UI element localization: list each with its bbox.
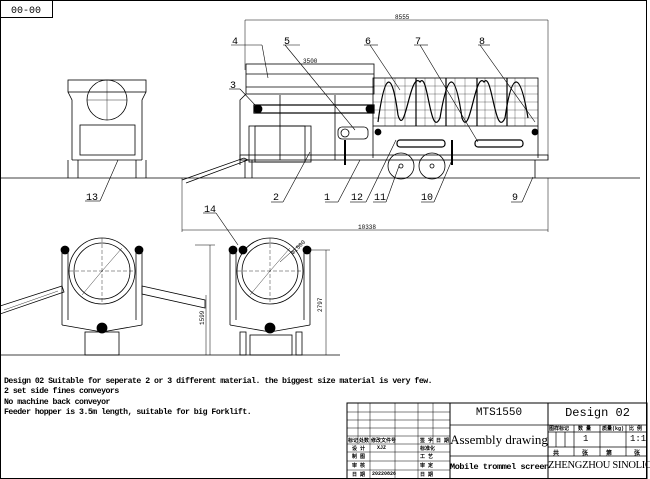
header-stage-mark: 图样标记 xyxy=(549,426,570,432)
header-sheet2: 张 xyxy=(634,450,641,457)
balloon-10: 10 xyxy=(421,193,433,204)
note-line: No machine back conveyor xyxy=(4,397,110,407)
drawing-number-box xyxy=(0,0,53,18)
note-line: Feeder hopper is 3.5m length, suitable f… xyxy=(4,407,252,417)
balloon-11: 11 xyxy=(374,193,386,204)
balloon-4: 4 xyxy=(232,37,238,48)
row-design-value: XJZ xyxy=(377,445,387,451)
header-sheet: 张 xyxy=(582,450,589,457)
dim-10338: 10338 xyxy=(358,224,376,231)
balloon-6: 6 xyxy=(365,37,371,48)
dim-1599: 1599 xyxy=(199,310,206,325)
balloon-1: 1 xyxy=(324,193,330,204)
row-review-label2: 审 定 xyxy=(420,463,434,469)
balloon-numbers: 1 2 3 4 5 6 7 8 9 10 11 12 13 14 xyxy=(86,37,518,216)
revision-header-sign: 签 字 xyxy=(420,438,434,444)
revision-header-mark: 标记 xyxy=(348,438,359,444)
dim-8555: 8555 xyxy=(395,14,410,21)
product-name: Mobile trommel screen xyxy=(450,462,549,472)
balloon-5: 5 xyxy=(284,37,290,48)
company-name: ZHENGZHOU SINOLION xyxy=(548,460,650,471)
row-design-label2: 标准化 xyxy=(420,446,436,452)
row-design-label: 设 计 xyxy=(352,446,366,452)
balloon-14: 14 xyxy=(204,205,216,216)
note-line: 2 set side fines conveyors xyxy=(4,387,119,397)
scale-value: 1:1 xyxy=(630,434,647,444)
revision-header-date: 日 期 xyxy=(436,438,450,444)
balloon-9: 9 xyxy=(512,193,518,204)
revision-header-count: 处数 xyxy=(359,438,370,444)
balloon-8: 8 xyxy=(479,37,485,48)
header-qty: 数 量 xyxy=(578,426,592,432)
row-date-label: 日 期 xyxy=(352,472,366,478)
row-drafting-label2: 工 艺 xyxy=(420,454,434,460)
quantity-value: 1 xyxy=(583,434,589,444)
row-drafting-label: 制 图 xyxy=(352,454,366,460)
front-view-small xyxy=(67,79,147,178)
end-view-with-conveyors: 1599 xyxy=(0,237,340,356)
design-notes: Design 02 Suitable for seperate 2 or 3 d… xyxy=(4,377,433,418)
balloon-2: 2 xyxy=(273,193,279,204)
title-block xyxy=(346,402,648,479)
balloon-13: 13 xyxy=(86,193,98,204)
model-number: MTS1550 xyxy=(475,407,523,419)
design-label: Design 02 xyxy=(565,406,630,420)
balloon-7: 7 xyxy=(415,37,421,48)
row-review-label: 审 核 xyxy=(352,463,366,469)
revision-header-doc: 修改文件号 xyxy=(371,438,397,444)
row-date-value: 20220826 xyxy=(372,471,397,477)
leader-lines xyxy=(85,44,536,246)
header-no: 第 xyxy=(606,450,613,457)
balloon-3: 3 xyxy=(230,81,236,92)
note-line: Design 02 Suitable for seperate 2 or 3 d… xyxy=(4,377,433,386)
drawing-number: 00-00 xyxy=(11,6,41,17)
header-weight: 质量(kg) xyxy=(602,426,625,432)
dim-2797: 2797 xyxy=(317,297,324,312)
dim-3500: 3500 xyxy=(303,58,318,65)
header-total: 共 xyxy=(553,450,560,457)
header-scale: 比 例 xyxy=(629,426,643,432)
row-date-label2: 日 期 xyxy=(420,472,434,478)
drawing-type: Assembly drawing xyxy=(450,432,548,447)
balloon-12: 12 xyxy=(351,193,363,204)
